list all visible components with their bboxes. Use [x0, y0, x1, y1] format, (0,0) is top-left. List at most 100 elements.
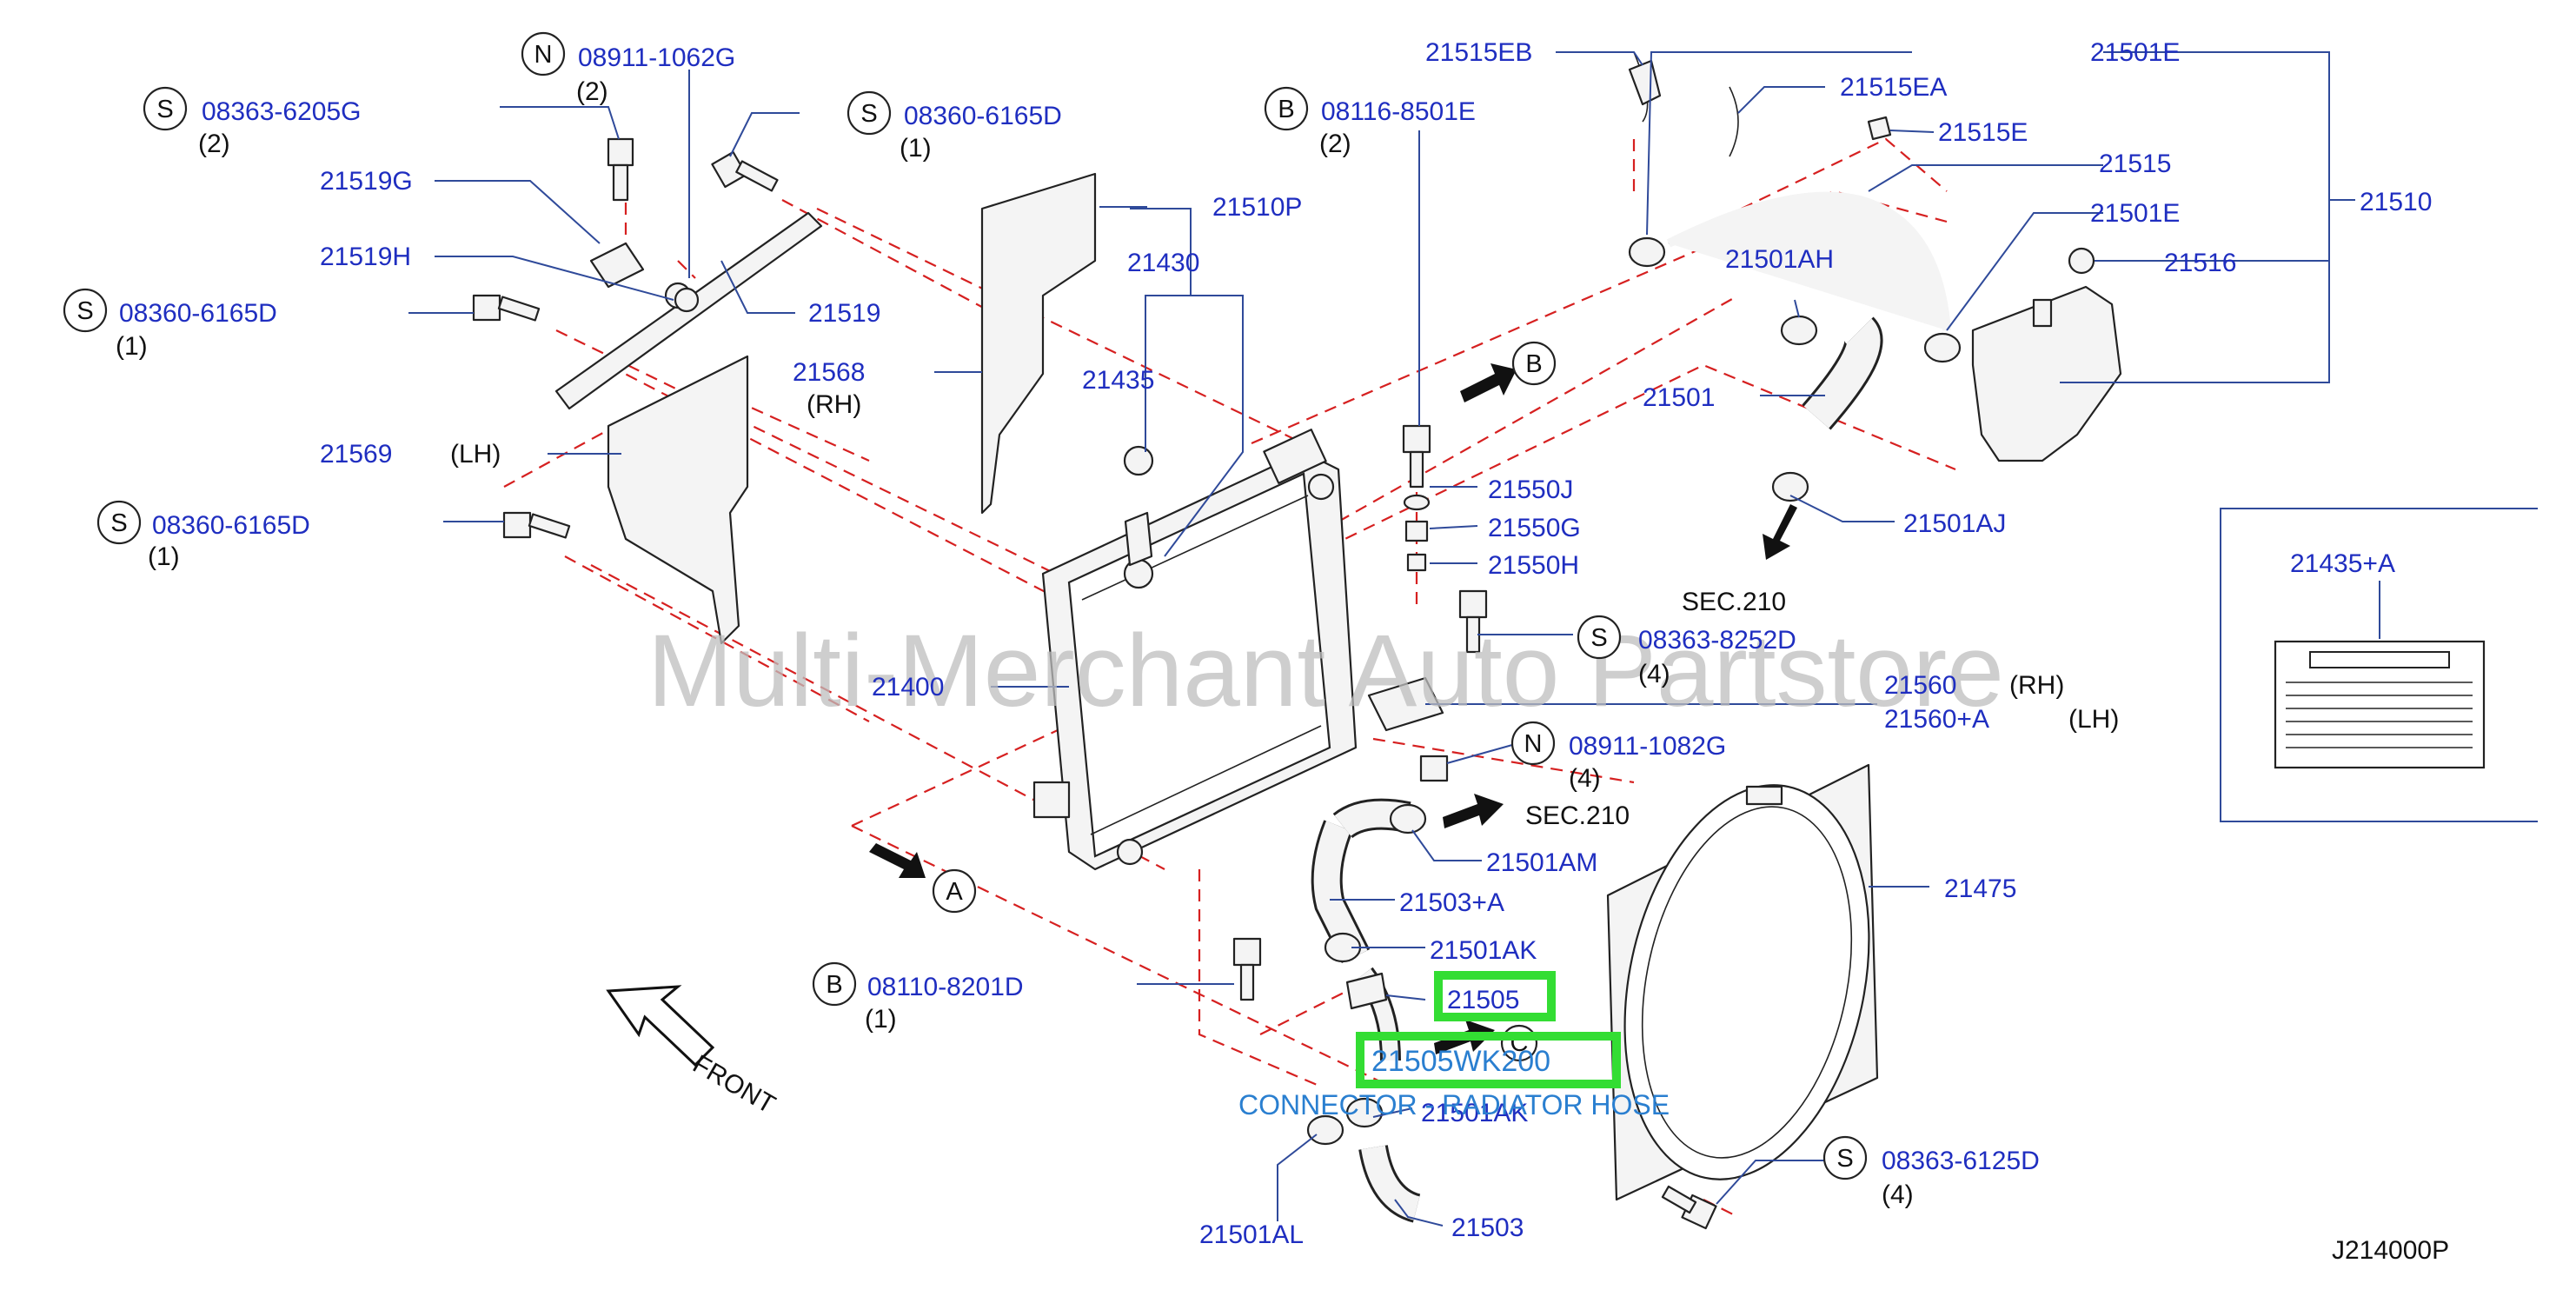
label-sec210-mid: SEC.210	[1525, 801, 1630, 830]
label-21400[interactable]: 21400	[872, 673, 944, 702]
callout-qty: (2)	[1319, 130, 1351, 158]
callout-qty: (1)	[116, 332, 148, 361]
label-21560a[interactable]: 21560+A	[1884, 705, 1989, 734]
callout-s-08360-6165d-top[interactable]: S 08360-6165D (1)	[846, 90, 1062, 163]
label-21510p[interactable]: 21510P	[1212, 193, 1302, 222]
label-21501[interactable]: 21501	[1643, 383, 1715, 412]
callout-s-08363-8252d[interactable]: S 08363-8252D (4)	[1577, 615, 1796, 688]
label-21435[interactable]: 21435	[1082, 366, 1154, 395]
part-description: CONNECTOR - RADIATOR HOSE	[1238, 1089, 1670, 1120]
callout-number: 08360-6165D	[119, 299, 277, 328]
front-label: FRONT	[688, 1049, 780, 1119]
callout-qty: (1)	[865, 1005, 897, 1034]
label-sec210-top: SEC.210	[1682, 588, 1786, 616]
label-21435a[interactable]: 21435+A	[2290, 549, 2395, 578]
callout-letter: B	[826, 971, 842, 999]
callout-letter-circle	[63, 288, 108, 333]
callout-letter: S	[860, 100, 877, 128]
label-21519[interactable]: 21519	[808, 299, 880, 328]
leader-lines	[408, 51, 2355, 1227]
callout-letter-circle	[1822, 1135, 1868, 1180]
label-21516[interactable]: 21516	[2164, 249, 2236, 277]
label-21569[interactable]: 21569	[320, 440, 392, 469]
callout-b-08110-8201d[interactable]: B 08110-8201D (1)	[812, 961, 1024, 1034]
highlighted-part-number[interactable]: 21505WK200	[1356, 1032, 1621, 1088]
bolts	[472, 137, 1717, 1230]
callout-number: 08363-6205G	[202, 97, 362, 126]
label-inset-panel: 21435+A	[2220, 508, 2538, 822]
label-21501ah[interactable]: 21501AH	[1725, 245, 1834, 274]
callout-number: 08911-1062G	[578, 43, 735, 72]
callout-number: 08363-6125D	[1882, 1147, 2040, 1175]
label-lh-21569: (LH)	[450, 440, 501, 469]
label-21501ak-top[interactable]: 21501AK	[1430, 936, 1537, 965]
label-21503a[interactable]: 21503+A	[1399, 888, 1504, 917]
label-21515[interactable]: 21515	[2099, 150, 2171, 178]
label-21515e[interactable]: 21515E	[1938, 118, 2028, 147]
highlight-box-21505	[1434, 971, 1556, 1021]
callout-number: 08363-8252D	[1638, 626, 1796, 655]
callout-qty: (1)	[148, 542, 180, 571]
callout-letter-circle	[846, 90, 892, 136]
ref-letter-a-left: A	[932, 868, 977, 914]
label-21501al[interactable]: 21501AL	[1199, 1220, 1304, 1249]
fan-shroud-21475	[1606, 763, 1879, 1201]
bracket-21560	[1367, 676, 1444, 732]
callout-letter-circle	[812, 961, 857, 1007]
label-21501am[interactable]: 21501AM	[1486, 848, 1597, 877]
callout-qty: (2)	[198, 130, 230, 158]
label-21510[interactable]: 21510	[2360, 188, 2432, 216]
callout-s-08363-6205g[interactable]: S 08363-6205G (2)	[143, 86, 362, 158]
label-21501e-top[interactable]: 21501E	[2090, 38, 2180, 67]
reservoir-tank-21510	[1971, 247, 2122, 462]
callout-letter: S	[76, 297, 93, 325]
watermark: Multi-Merchant Auto Partstore	[647, 614, 2004, 728]
label-21560[interactable]: 21560	[1884, 671, 1956, 700]
label-21503[interactable]: 21503	[1451, 1214, 1524, 1242]
callout-number: 08911-1082G	[1569, 732, 1726, 761]
ref-letter: B	[1525, 350, 1542, 378]
label-21519g[interactable]: 21519G	[320, 167, 413, 196]
part-number-21505wk200[interactable]: 21505WK200	[1371, 1045, 1550, 1078]
label-21430[interactable]: 21430	[1127, 249, 1199, 277]
callout-b-08116-8501e[interactable]: B 08116-8501E (2)	[1264, 86, 1476, 158]
front-arrow: FRONT	[606, 985, 780, 1120]
callout-letter: S	[1836, 1145, 1853, 1173]
callout-letter: S	[1590, 624, 1607, 652]
label-21501e-mid[interactable]: 21501E	[2090, 199, 2180, 228]
callout-letter: S	[156, 96, 173, 123]
callout-n-08911-1062g[interactable]: N 08911-1062G (2)	[521, 31, 735, 106]
part-labels: 21519G 21519H 21519 21569 (LH) 21568 (RH…	[320, 38, 2449, 1265]
label-21550j[interactable]: 21550J	[1488, 475, 1573, 504]
callout-letter-circle	[143, 86, 188, 131]
air-guide-21569	[607, 355, 749, 645]
highlight-box-part-number	[1356, 1032, 1621, 1088]
callout-s-08360-6165d-lower[interactable]: S 08360-6165D (1)	[96, 500, 310, 571]
connector-21505	[1345, 972, 1388, 1010]
clamps	[1123, 116, 1962, 1146]
callout-qty: (4)	[1569, 764, 1601, 793]
label-rh-21568: (RH)	[807, 390, 861, 419]
label-21550g[interactable]: 21550G	[1488, 514, 1581, 542]
callout-n-08911-1082g[interactable]: N 08911-1082G (4)	[1510, 721, 1726, 793]
highlighted-part-21505[interactable]: 21505	[1434, 971, 1556, 1021]
label-21519h[interactable]: 21519H	[320, 243, 411, 271]
callout-s-08360-6165d-left[interactable]: S 08360-6165D (1)	[63, 288, 277, 361]
label-21568[interactable]: 21568	[793, 358, 865, 387]
label-21515ea[interactable]: 21515EA	[1840, 73, 1947, 102]
label-21501ak-bottom[interactable]: 21501AK	[1421, 1099, 1528, 1127]
callout-qty: (4)	[1882, 1180, 1914, 1209]
callout-number: 08360-6165D	[152, 511, 310, 540]
callout-letter: S	[110, 509, 127, 537]
label-21550h[interactable]: 21550H	[1488, 551, 1579, 580]
callout-qty: (1)	[900, 134, 932, 163]
label-21475[interactable]: 21475	[1944, 874, 2016, 903]
air-guide-21568	[980, 172, 1097, 515]
label-21505[interactable]: 21505	[1447, 986, 1519, 1014]
callout-letter-circle	[1264, 86, 1309, 131]
label-21501aj[interactable]: 21501AJ	[1903, 509, 2006, 538]
label-21515eb[interactable]: 21515EB	[1425, 38, 1532, 67]
callout-s-08363-6125d[interactable]: S 08363-6125D (4)	[1822, 1135, 2040, 1209]
ref-letter-a-top: B	[1511, 341, 1557, 386]
